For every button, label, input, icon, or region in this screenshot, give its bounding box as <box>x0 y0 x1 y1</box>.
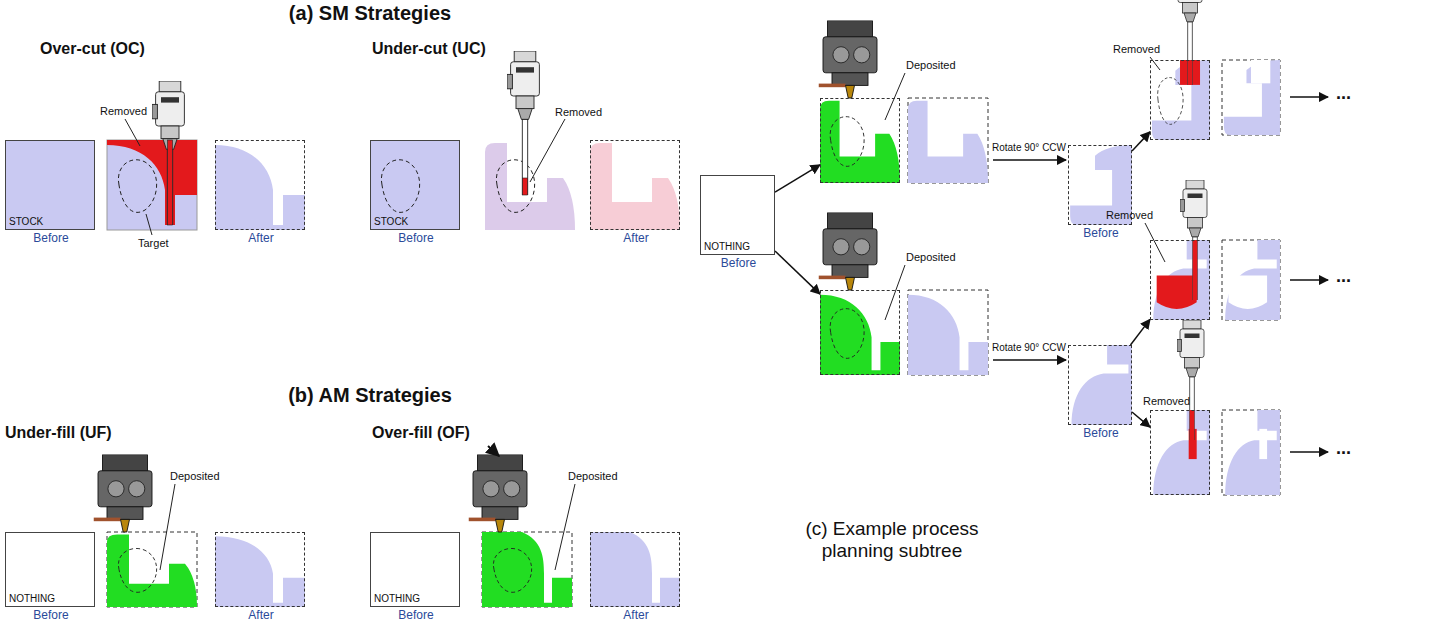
callout: Deposited <box>568 470 618 483</box>
callout: Removed <box>1113 43 1160 56</box>
callout: Removed <box>100 105 147 118</box>
strategy-title: Over-fill (OF) <box>372 424 470 442</box>
callout: Removed <box>1143 395 1190 408</box>
callout: Removed <box>555 106 602 119</box>
material-label: NOTHING <box>374 593 420 605</box>
strategy-title: Over-cut (OC) <box>40 40 145 58</box>
removal-box: Removed <box>1150 240 1210 320</box>
deposit-box: Deposited <box>820 290 900 375</box>
empty-box: NOTHINGBefore <box>370 532 460 607</box>
rotated-box: Before <box>1068 345 1132 425</box>
continuation: ... <box>1336 438 1351 459</box>
callout: Removed <box>1106 209 1153 222</box>
state-label: After <box>576 232 696 246</box>
state-label: Before <box>0 609 111 623</box>
state-label: Before <box>1054 227 1148 241</box>
continuation: ... <box>1336 83 1351 104</box>
material-label: NOTHING <box>9 593 55 605</box>
callout: Deposited <box>170 470 220 483</box>
callout: Deposited <box>906 251 956 264</box>
material-label: STOCK <box>374 216 408 228</box>
state-label: After <box>201 232 321 246</box>
stock-box: STOCKBefore <box>5 140 95 230</box>
deposit-box: Deposited <box>820 98 900 183</box>
stock-box: STOCKBefore <box>370 140 460 230</box>
callout: Deposited <box>906 59 956 72</box>
panel-title: (a) SM Strategies <box>260 2 480 25</box>
state-label: Before <box>356 609 476 623</box>
process-arrow <box>1132 412 1150 427</box>
result-box: After <box>215 140 305 230</box>
state-label: Before <box>356 232 476 246</box>
removal-box: Removed <box>1150 60 1210 140</box>
panel-title: (b) AM Strategies <box>260 384 480 407</box>
result-box: After <box>215 532 305 607</box>
state-label: After <box>201 609 321 623</box>
step-label: Rotate 90° CCW <box>986 342 1072 354</box>
result-box: After <box>590 140 680 230</box>
removal-box: Removed <box>1150 410 1210 495</box>
state-label: Before <box>686 257 791 271</box>
strategy-title: Under-fill (UF) <box>5 424 112 442</box>
state-label: Before <box>1054 427 1148 441</box>
result-box: After <box>590 532 680 607</box>
empty-box: NOTHINGBefore <box>5 532 95 607</box>
process-arrow <box>775 165 820 192</box>
step-label: Rotate 90° CCW <box>986 142 1072 154</box>
empty-box: NOTHINGBefore <box>700 175 775 255</box>
process-arrow <box>1130 319 1150 345</box>
state-label: After <box>576 609 696 623</box>
continuation: ... <box>1336 266 1351 287</box>
panel-title: (c) Example process planning subtree <box>772 518 1012 562</box>
callout: Target <box>138 237 169 250</box>
strategy-title: Under-cut (UC) <box>372 40 486 58</box>
material-label: NOTHING <box>704 241 750 253</box>
process-arrow <box>775 251 820 294</box>
state-label: Before <box>0 232 111 246</box>
process-arrow <box>1132 132 1150 151</box>
material-label: STOCK <box>9 216 43 228</box>
